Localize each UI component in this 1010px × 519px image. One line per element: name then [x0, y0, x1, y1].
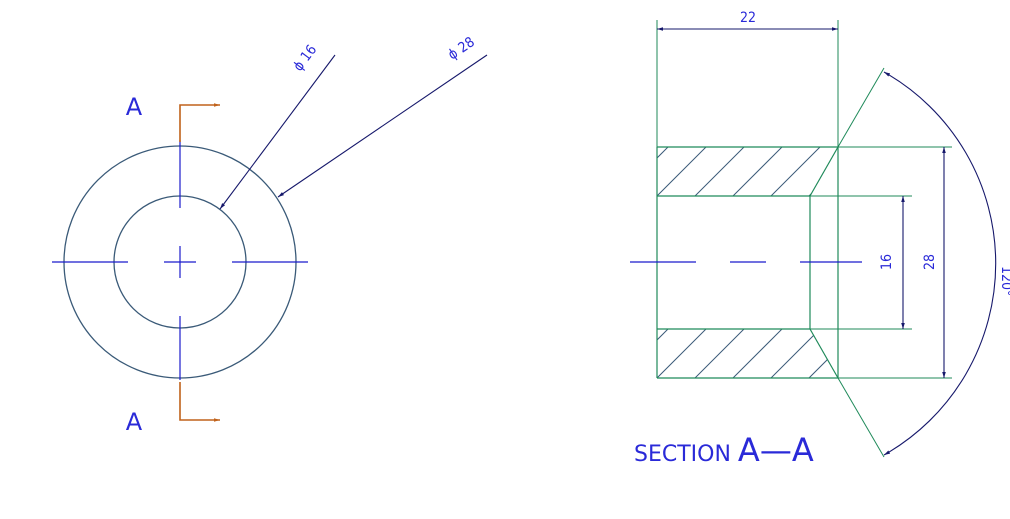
section-view: 22 16 28 120° SECTION A—A — [630, 10, 1010, 469]
section-caption-name: A—A — [738, 431, 814, 469]
part-outline — [656, 146, 839, 379]
front-center-lines — [52, 140, 308, 380]
outer-dimension-text: 28 — [922, 254, 938, 270]
section-caption-prefix: SECTION — [634, 442, 738, 467]
outer-diameter-leader — [277, 54, 488, 198]
angle-dimension-text: 120° — [998, 266, 1010, 296]
section-label-top: A — [126, 93, 143, 121]
length-dimension-text: 22 — [740, 10, 756, 26]
bore-dimension-text: 16 — [879, 254, 895, 270]
hatch-top — [657, 147, 838, 196]
section-caption: SECTION A—A — [634, 431, 814, 469]
inner-diameter-label: ϕ 16 — [290, 42, 320, 74]
cutting-plane-bottom — [179, 382, 220, 422]
cutting-plane-top — [179, 103, 220, 142]
extension-lines — [656, 20, 952, 458]
angle-dimension-arc — [883, 71, 997, 456]
hatch-bottom — [657, 329, 838, 378]
outer-diameter-label: ϕ 28 — [445, 34, 477, 63]
inner-diameter-leader — [219, 54, 336, 210]
front-view: A A ϕ 16 ϕ 28 — [52, 34, 488, 436]
section-label-bottom: A — [126, 408, 143, 436]
